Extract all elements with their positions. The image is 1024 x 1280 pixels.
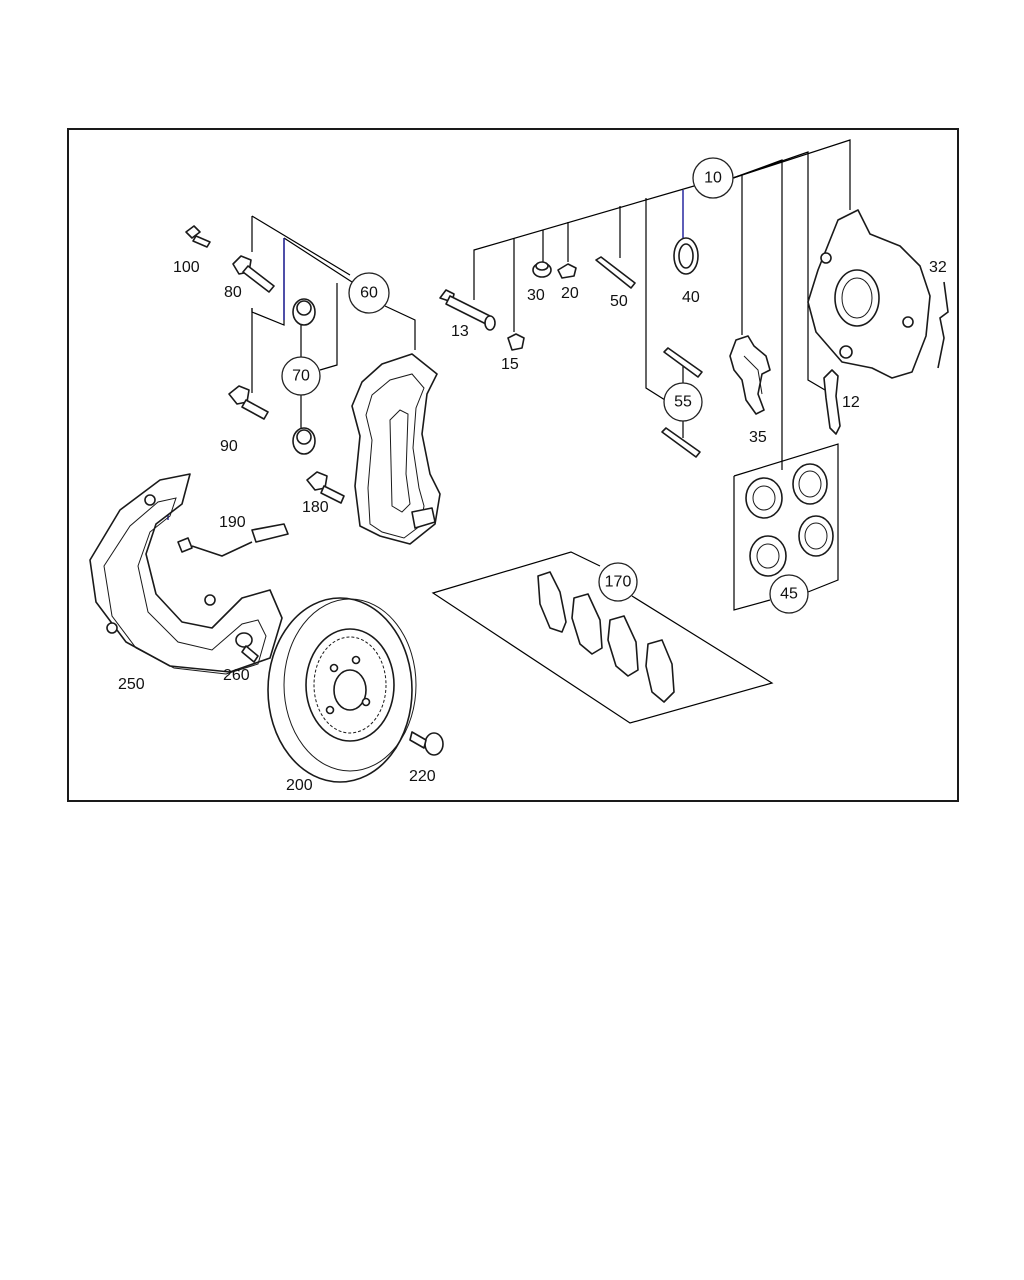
callout-10: 10 (692, 157, 734, 199)
steering-knuckle (807, 209, 931, 379)
label-13: 13 (451, 323, 469, 340)
label-180: 180 (302, 499, 329, 516)
bolt-260 (235, 632, 259, 663)
cap-30 (532, 261, 552, 278)
label-90: 90 (220, 438, 238, 455)
bleeder-20 (557, 263, 577, 279)
spring-clip-35 (729, 335, 771, 415)
label-260: 260 (223, 667, 250, 684)
bolt-80 (232, 255, 275, 293)
leader-lines (167, 139, 851, 724)
label-60: 60 (360, 285, 378, 302)
seal-40 (673, 237, 699, 275)
label-55: 55 (674, 394, 692, 411)
callout-70: 70 (281, 356, 321, 396)
pin-50 (595, 256, 636, 289)
clip-32 (937, 281, 949, 369)
label-40: 40 (682, 289, 700, 306)
bolt-100 (185, 225, 211, 248)
callout-55: 55 (663, 382, 703, 422)
callout-45: 45 (769, 574, 809, 614)
screw-220 (409, 731, 444, 756)
label-12: 12 (842, 394, 860, 411)
label-70: 70 (292, 368, 310, 385)
caliper-bracket-60 (351, 353, 441, 545)
label-10: 10 (704, 170, 722, 187)
bushing-70-upper (292, 298, 316, 326)
label-32: 32 (929, 259, 947, 276)
brake-pads-170 (537, 571, 675, 703)
label-30: 30 (527, 287, 545, 304)
label-80: 80 (224, 284, 242, 301)
diagram-frame (67, 128, 959, 802)
bolt-90 (228, 385, 269, 420)
guide-bolt-13 (439, 289, 496, 331)
splash-shield-250 (89, 473, 283, 675)
label-15: 15 (501, 356, 519, 373)
brake-disc-200 (267, 597, 417, 783)
label-250: 250 (118, 676, 145, 693)
callout-60: 60 (348, 272, 390, 314)
pin-55-upper (663, 347, 703, 378)
label-35: 35 (749, 429, 767, 446)
seal-kit-45 (745, 463, 834, 577)
label-50: 50 (610, 293, 628, 310)
label-190: 190 (219, 514, 246, 531)
bolt-15 (507, 333, 525, 351)
indicator-plate-12 (823, 369, 841, 435)
label-20: 20 (561, 285, 579, 302)
bolt-180 (306, 471, 345, 504)
pin-55-lower (661, 427, 701, 458)
label-220: 220 (409, 768, 436, 785)
callout-170: 170 (598, 562, 638, 602)
label-170: 170 (605, 574, 632, 591)
bushing-70-lower (292, 427, 316, 455)
label-200: 200 (286, 777, 313, 794)
label-100: 100 (173, 259, 200, 276)
label-45: 45 (780, 586, 798, 603)
wear-sensor-190 (177, 523, 289, 557)
